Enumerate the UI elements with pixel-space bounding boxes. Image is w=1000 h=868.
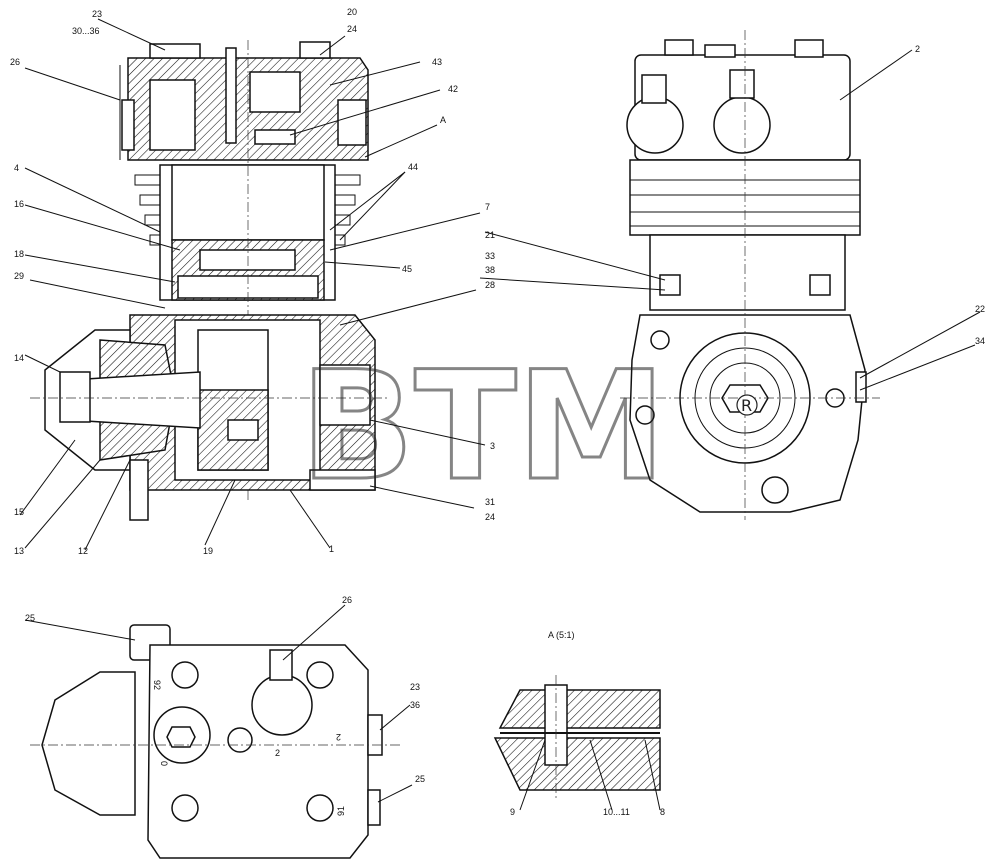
callout-3: 3 xyxy=(490,441,495,451)
engraved-2a: 2 xyxy=(275,748,280,758)
callout-19: 19 xyxy=(203,546,213,556)
callout-43: 43 xyxy=(432,57,442,67)
callout-7: 7 xyxy=(485,202,490,212)
callout-45: 45 xyxy=(402,264,412,274)
callout-24a: 24 xyxy=(347,24,357,34)
callout-14: 14 xyxy=(14,353,24,363)
callout-a: A xyxy=(440,115,446,125)
engraved-0: 0 xyxy=(159,761,169,766)
callout-4: 4 xyxy=(14,163,19,173)
callout-1: 1 xyxy=(329,544,334,554)
callout-33: 33 xyxy=(485,251,495,261)
callout-34: 34 xyxy=(975,336,985,346)
callout-25b: 25 xyxy=(415,774,425,784)
callout-24b: 24 xyxy=(485,512,495,522)
engraved-91: 91 xyxy=(336,806,346,816)
callout-labels: 23 30...36 20 24 26 43 42 A 44 4 16 7 18… xyxy=(10,7,985,817)
callout-10-11: 10...11 xyxy=(603,807,630,817)
callout-29: 29 xyxy=(14,271,24,281)
callout-23b: 23 xyxy=(410,682,420,692)
callout-18: 18 xyxy=(14,249,24,259)
callout-21: 21 xyxy=(485,230,495,240)
callout-9: 9 xyxy=(510,807,515,817)
svg-text:R: R xyxy=(741,396,752,415)
callout-12: 12 xyxy=(78,546,88,556)
callout-44: 44 xyxy=(408,162,418,172)
callout-15: 15 xyxy=(14,507,24,517)
callout-31: 31 xyxy=(485,497,495,507)
callout-8: 8 xyxy=(660,807,665,817)
callout-13: 13 xyxy=(14,546,24,556)
callout-26: 26 xyxy=(10,57,20,67)
callout-2: 2 xyxy=(915,44,920,54)
callout-16: 16 xyxy=(14,199,24,209)
leader-lines xyxy=(19,18,981,811)
callout-25a: 25 xyxy=(25,613,35,623)
callout-22: 22 xyxy=(975,304,985,314)
callout-20: 20 xyxy=(347,7,357,17)
top-view xyxy=(30,624,400,859)
callout-42: 42 xyxy=(448,84,458,94)
callout-36: 36 xyxy=(410,700,420,710)
svg-text:BTM: BTM xyxy=(300,340,666,514)
engraved-2b: 2 xyxy=(336,732,341,742)
callout-23: 23 xyxy=(92,9,102,19)
engraved-marks: 92 2 0 2 91 xyxy=(152,680,346,816)
callout-30-36: 30...36 xyxy=(72,26,100,36)
sectional-view xyxy=(30,40,390,521)
callout-38: 38 xyxy=(485,265,495,275)
detail-a-title: A (5:1) xyxy=(548,630,575,640)
callout-28: 28 xyxy=(485,280,495,290)
engraved-92: 92 xyxy=(152,680,162,690)
watermark: BTM R xyxy=(299,339,758,516)
callout-26b: 26 xyxy=(342,595,352,605)
detail-a-view xyxy=(493,675,661,800)
